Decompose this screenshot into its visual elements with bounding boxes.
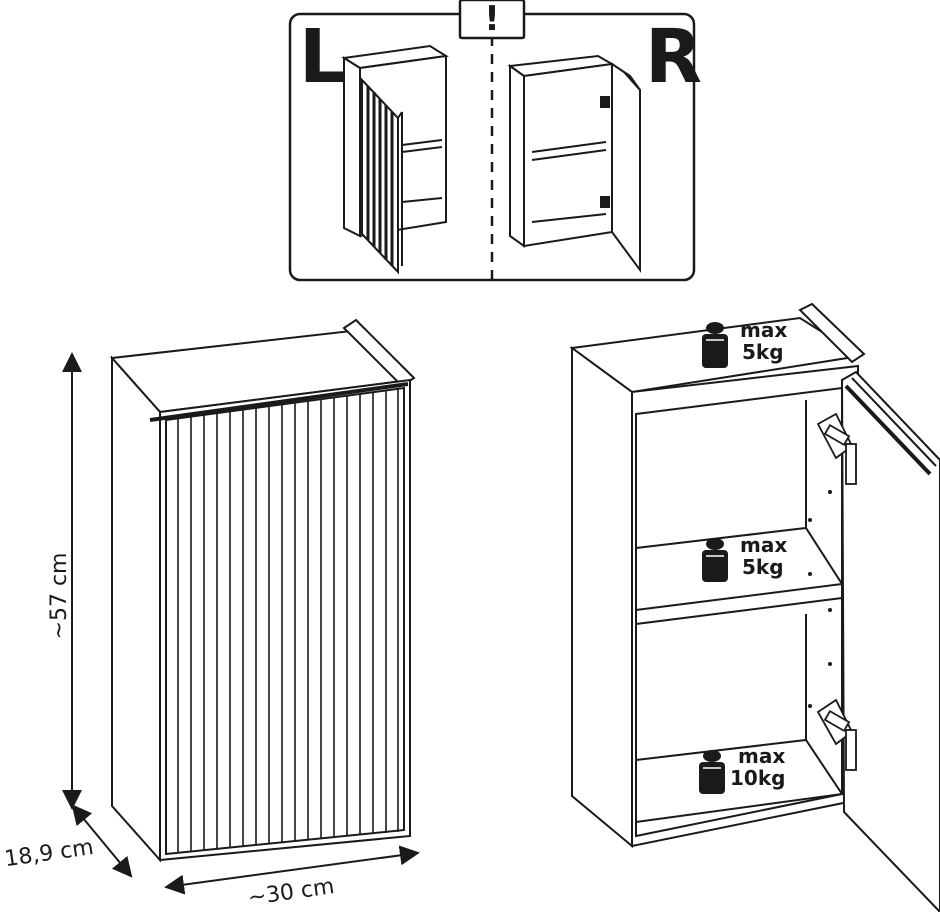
warning-symbol: ! [484, 0, 500, 39]
hinge-icon [816, 412, 857, 771]
weight-icon [699, 322, 728, 794]
load-limit-top: max 5kg [740, 318, 787, 364]
load-limit-middle: max 5kg [740, 533, 787, 579]
closed-cabinet [109, 318, 416, 863]
height-dimension: ~57 cm [47, 553, 72, 640]
small-cabinet-right-hinged [507, 54, 641, 274]
open-cabinet [569, 302, 940, 912]
right-hinge-label: R [645, 14, 702, 100]
orientation-panel: ! L R [288, 0, 702, 282]
load-limit-middle-line1: max [740, 533, 787, 557]
small-cabinet-left-hinged [341, 44, 449, 275]
warning-icon: ! [458, 0, 526, 40]
load-limit-bottom: max 10kg [730, 744, 785, 790]
load-limit-top-line2: 5kg [742, 340, 784, 364]
left-hinge-label: L [299, 14, 346, 100]
load-limit-middle-line2: 5kg [742, 555, 784, 579]
load-limit-bottom-line2: 10kg [730, 766, 785, 790]
depth-dimension: 18,9 cm [3, 835, 95, 872]
dimension-lines [62, 352, 420, 895]
width-dimension: ~30 cm [246, 874, 336, 911]
load-limit-top-line1: max [740, 318, 787, 342]
load-limit-bottom-line1: max [738, 744, 785, 768]
